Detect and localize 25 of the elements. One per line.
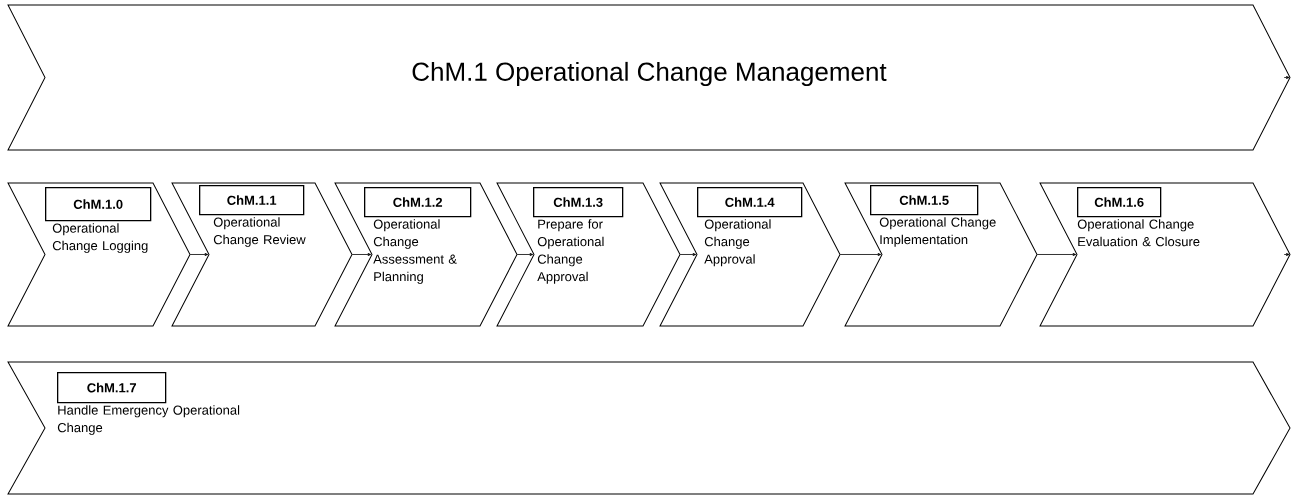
- step-description: Handle Emergency Operational Change: [57, 405, 240, 435]
- step-description: Prepare for Operational Change Approval: [537, 219, 604, 284]
- step-description: Operational Change Assessment & Planning: [373, 219, 457, 284]
- step-description: Operational Change Approval: [704, 219, 771, 267]
- arrow: [1283, 76, 1290, 79]
- code-box: ChM.1.7: [57, 372, 167, 404]
- arrow: [516, 253, 534, 256]
- arrow: [1283, 253, 1290, 256]
- step-description: Operational Change Implementation: [879, 217, 996, 247]
- arrow: [189, 253, 209, 256]
- code-box: ChM.1.4: [697, 187, 803, 218]
- step-description: Operational Change Review: [213, 217, 306, 247]
- code-box: ChM.1.6: [1077, 187, 1162, 218]
- arrow: [1036, 253, 1077, 256]
- title-text: ChM.1 Operational Change Management: [412, 61, 887, 87]
- code-box: ChM.1.3: [533, 187, 624, 218]
- arrow: [351, 253, 372, 256]
- arrow: [839, 253, 882, 256]
- step-description: Operational Change Evaluation & Closure: [1077, 219, 1200, 247]
- code-box: ChM.1.0: [45, 187, 152, 222]
- arrow: [679, 253, 697, 256]
- code-box: ChM.1.5: [870, 185, 979, 216]
- code-box: ChM.1.1: [199, 185, 305, 216]
- code-box: ChM.1.2: [364, 187, 472, 218]
- step-description: Operational Change Logging: [52, 223, 148, 253]
